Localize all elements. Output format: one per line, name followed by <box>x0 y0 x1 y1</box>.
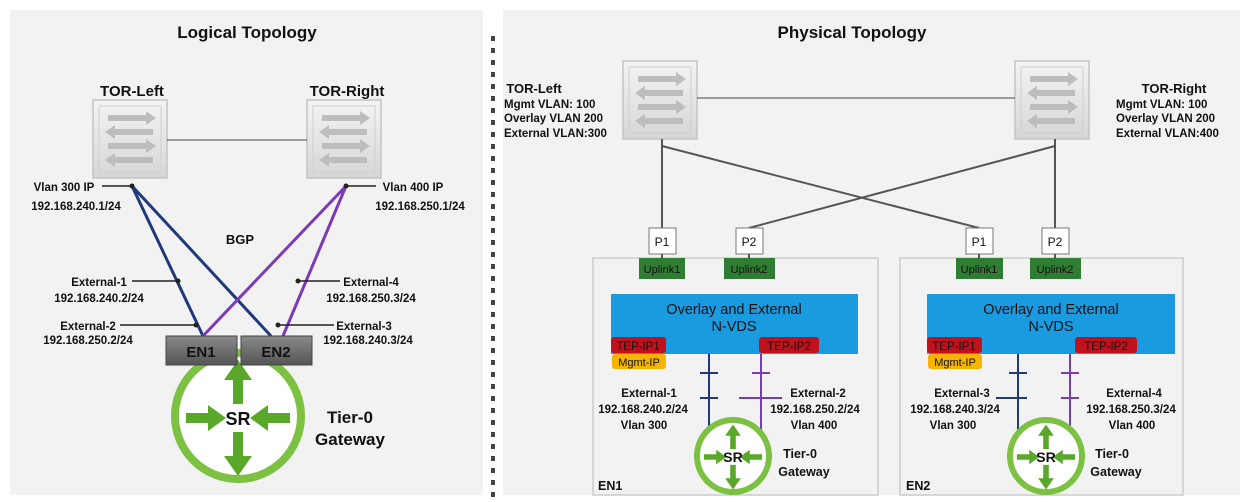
phys-tor-right-external: External VLAN:400 <box>1116 128 1219 140</box>
logical-en1-box <box>165 335 238 366</box>
en2-ext3-label: External-3 <box>934 388 990 400</box>
en2-ext4-label: External-4 <box>1106 388 1162 400</box>
logical-tor-right-label: TOR-Right <box>310 83 385 100</box>
logical-en1-label: EN1 <box>186 344 215 361</box>
en1-tep-ip1 <box>611 337 666 353</box>
en2-ext3-ip: 192.168.240.3/24 <box>910 404 1000 416</box>
phys-tor-left-name: TOR-Left <box>506 81 562 96</box>
en2-node-label: EN2 <box>906 479 930 493</box>
en1-uplink2-label: Uplink2 <box>731 264 768 276</box>
en2-p2-port <box>1041 227 1070 255</box>
vlan300-link-en2 <box>130 184 273 338</box>
logical-vlan300-label: Vlan 300 IP <box>34 182 95 194</box>
bgp-label: BGP <box>226 232 255 247</box>
phys-uplink-cabling <box>661 139 1056 229</box>
phys-tor-right-overlay: Overlay VLAN 200 <box>1116 113 1215 125</box>
en2-gateway-line1: Tier-0 <box>1095 447 1129 461</box>
phys-tor-left-switch-icon <box>622 60 698 140</box>
en1-tep-ip2 <box>759 337 819 353</box>
vlan300-link-en1 <box>130 185 205 337</box>
en1-mgmt-ip <box>612 354 666 369</box>
logical-ext4-label: External-4 <box>343 277 399 289</box>
logical-title: Logical Topology <box>177 23 317 42</box>
logical-vlan400-ip: 192.168.250.1/24 <box>375 201 465 213</box>
en2-tep-ip2 <box>1075 337 1137 353</box>
en1-ext1-ip: 192.168.240.2/24 <box>598 404 688 416</box>
en1-tep1-label: TEP-IP1 <box>616 341 659 353</box>
en2-tep-ip1 <box>927 337 982 353</box>
en2-uplink2 <box>1030 258 1081 279</box>
en1-tep2-label: TEP-IP2 <box>767 341 810 353</box>
en2-sr-label: SR <box>1036 449 1055 465</box>
en1-uplink1-label: Uplink1 <box>644 264 681 276</box>
en2-gateway-line2: Gateway <box>1090 465 1141 479</box>
en1-uplink1 <box>639 258 685 279</box>
en1-gateway-line1: Tier-0 <box>783 447 817 461</box>
en1-ext1-label: External-1 <box>621 388 677 400</box>
en2-ext3-vlan: Vlan 300 <box>930 420 977 432</box>
logical-ext1-label: External-1 <box>71 277 127 289</box>
logical-vlan400-label: Vlan 400 IP <box>383 182 444 194</box>
logical-vlan300-ip: 192.168.240.1/24 <box>31 201 121 213</box>
logical-ext1-ip: 192.168.240.2/24 <box>54 293 144 305</box>
logical-en2-box <box>240 335 313 366</box>
en1-nvds-line2: N-VDS <box>711 319 756 335</box>
logical-ext2-ip: 192.168.250.2/24 <box>43 335 133 347</box>
phys-tor-left-mgmt: Mgmt VLAN: 100 <box>504 99 595 111</box>
logical-ext2-label: External-2 <box>60 321 116 333</box>
en1-sr-label: SR <box>723 449 742 465</box>
en2-tier0-gateway <box>1007 417 1085 495</box>
en2-ext4-vlan: Vlan 400 <box>1109 420 1156 432</box>
en2-mgmt-ip <box>928 354 982 369</box>
en1-p2-label: P2 <box>742 235 757 249</box>
en2-p2-label: P2 <box>1048 235 1063 249</box>
en1-uplink2 <box>724 258 775 279</box>
en2-tep1-label: TEP-IP1 <box>932 341 975 353</box>
phys-tor-right-mgmt: Mgmt VLAN: 100 <box>1116 99 1207 111</box>
en2-ext4-ip: 192.168.250.3/24 <box>1086 404 1176 416</box>
en1-mgmt-label: Mgmt-IP <box>618 357 660 369</box>
en2-nvds-line2: N-VDS <box>1028 319 1073 335</box>
en1-nvds-line1: Overlay and External <box>666 302 801 318</box>
en2-mgmt-label: Mgmt-IP <box>934 357 976 369</box>
phys-tor-right-switch-icon <box>1014 60 1090 140</box>
en1-ext2-vlan: Vlan 400 <box>791 420 838 432</box>
phys-tor-left-external: External VLAN:300 <box>504 128 607 140</box>
logical-en2-label: EN2 <box>261 344 290 361</box>
vlan400-link-en1 <box>201 184 348 338</box>
vlan400-link-en2 <box>281 185 348 337</box>
en2-nvds-line1: Overlay and External <box>983 302 1118 318</box>
en1-gateway-line2: Gateway <box>778 465 829 479</box>
en1-ext2-ip: 192.168.250.2/24 <box>770 404 860 416</box>
en2-uplink2-label: Uplink2 <box>1037 264 1074 276</box>
logical-gateway-line2: Gateway <box>315 430 385 449</box>
en1-ext2-label: External-2 <box>790 388 846 400</box>
logical-ext3-ip: 192.168.240.3/24 <box>323 335 413 347</box>
en2-uplink1 <box>956 258 1003 279</box>
logical-ext4-ip: 192.168.250.3/24 <box>326 293 416 305</box>
en1-node-label: EN1 <box>598 479 622 493</box>
en2-uplink1-label: Uplink1 <box>961 264 998 276</box>
tor-right-switch-icon <box>306 99 382 179</box>
en1-ext1-vlan: Vlan 300 <box>621 420 668 432</box>
logical-tor-left-label: TOR-Left <box>100 83 164 100</box>
en1-p1-label: P1 <box>655 235 670 249</box>
tor-left-switch-icon <box>92 99 168 179</box>
phys-tor-left-overlay: Overlay VLAN 200 <box>504 113 603 125</box>
en2-tep2-label: TEP-IP2 <box>1084 341 1127 353</box>
phys-tor-right-name: TOR-Right <box>1142 81 1207 96</box>
logical-tier0-gateway <box>171 349 305 483</box>
en2-p1-label: P1 <box>972 235 987 249</box>
logical-sr-label: SR <box>225 409 250 429</box>
physical-title: Physical Topology <box>778 23 927 42</box>
en2-p1-port <box>965 227 994 255</box>
logical-ext3-label: External-3 <box>336 321 392 333</box>
logical-gateway-line1: Tier-0 <box>327 408 373 427</box>
en1-tier0-gateway <box>694 417 772 495</box>
